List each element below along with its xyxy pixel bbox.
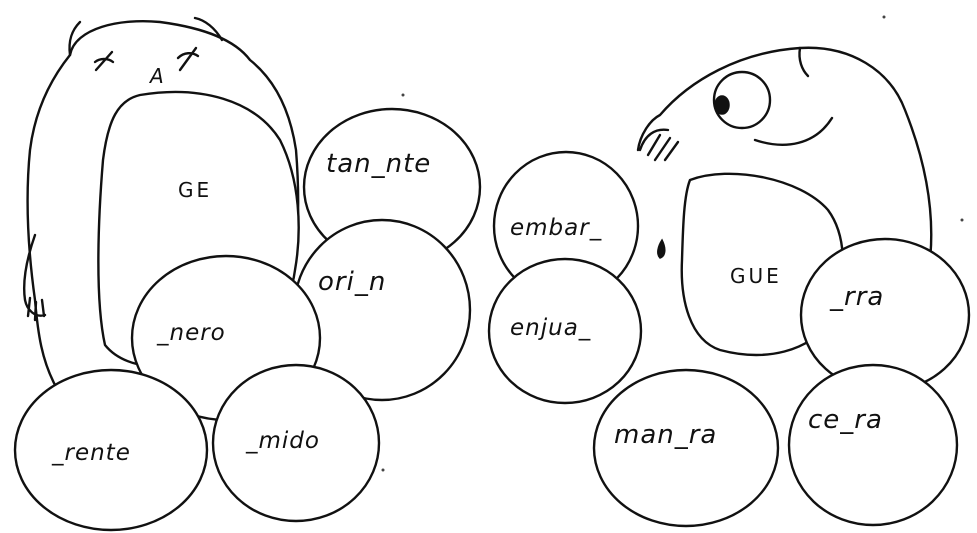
gue-center-label: GUE (730, 264, 782, 288)
bubble-rente (13, 368, 209, 532)
bubble-mido (211, 363, 381, 523)
word-ori-n: ori_n (318, 267, 386, 297)
word-mido: _mido (245, 428, 320, 454)
word-nero: _nero (156, 320, 226, 346)
ge-group: A GE tan_nte ori_n _nero _rente _mido (13, 16, 482, 532)
gue-smile (753, 116, 834, 146)
gue-eye-icon (712, 70, 772, 130)
bubble-enjua (487, 257, 643, 405)
gue-drop-icon (657, 238, 666, 259)
gue-group: GUE embar_ enjua_ man_ra ce_ra _rra (487, 46, 971, 528)
speck (960, 218, 964, 222)
bubble-man-ra (592, 368, 780, 528)
word-tan-nte: tan_nte (326, 149, 431, 179)
word-enjua: enjua_ (510, 315, 591, 341)
gue-hand (638, 128, 680, 162)
word-embar: embar_ (510, 215, 602, 241)
ge-eye-right-icon (176, 46, 200, 72)
gue-pupil-icon (714, 95, 730, 115)
speck (381, 468, 385, 472)
speck (882, 15, 886, 19)
ge-hair-right (193, 16, 224, 42)
word-rente: _rente (51, 440, 131, 466)
ge-center-label: GE (178, 178, 212, 202)
gue-creature-body (636, 46, 933, 262)
word-man-ra: man_ra (614, 420, 717, 450)
ge-hair-left (68, 20, 82, 57)
word-rra: _rra (829, 282, 884, 312)
speck (401, 93, 405, 97)
ge-face-letter: A (148, 64, 164, 88)
ge-eye-left-icon (93, 50, 115, 72)
bubble-ce-ra (787, 363, 959, 527)
gue-creature-hair (798, 46, 810, 78)
ge-monster-arm (23, 233, 47, 322)
word-ce-ra: ce_ra (808, 405, 883, 435)
